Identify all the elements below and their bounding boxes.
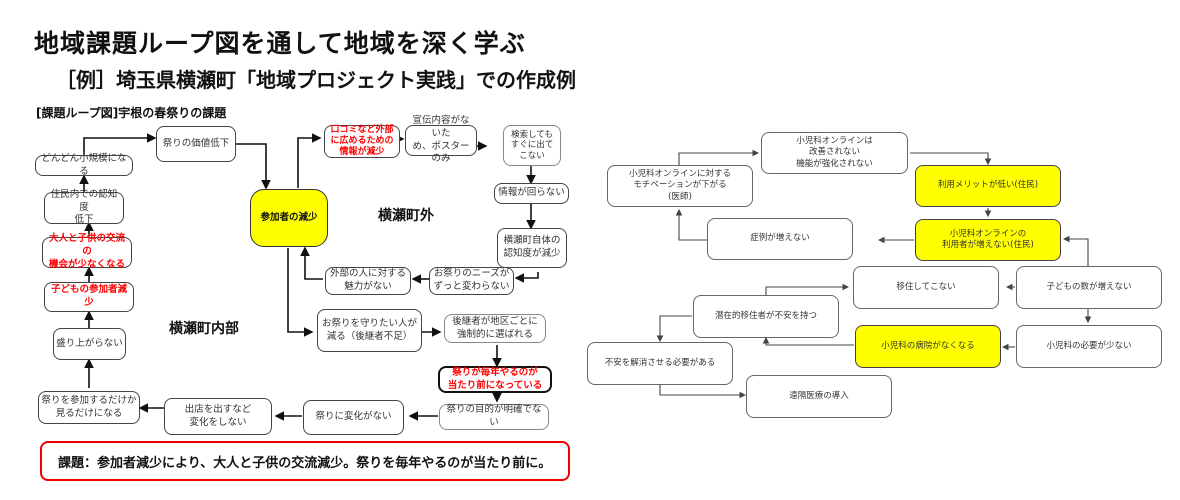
node-not-improved: 小児科オンラインは 改善されない 機能が強化されない — [761, 132, 908, 174]
arrow — [236, 143, 271, 190]
arrow — [678, 149, 760, 165]
node-less-interaction: 大人と子供の交流の 機会が少なくなる — [42, 233, 132, 270]
node-resolve-anxiety: 不安を解消させる必要がある — [587, 342, 733, 385]
node-shrinking: どんどん小規模になる — [35, 153, 133, 177]
node-value-decline: 祭りの価値低下 — [156, 126, 236, 162]
node-not-searchable: 検索しても すぐに出て こない — [503, 125, 561, 166]
node-cases-not-increase: 症例が増えない — [707, 218, 853, 260]
arrow — [514, 272, 539, 283]
arrow — [656, 315, 692, 343]
node-telemedicine: 遠隔医療の導入 — [746, 375, 892, 418]
node-users-not-increase: 小児科オンラインの 利用者が増えない(住民) — [915, 219, 1061, 261]
node-taken-for-granted: 祭りが毎年やるのが 当たり前になっている — [438, 366, 552, 393]
node-unclear-purpose: 祭りの目的が明確でない — [439, 404, 549, 430]
node-word-of-mouth: 口コミなど外部 に広めるための 情報が減少 — [324, 125, 400, 158]
node-participants-decrease: 参加者の減少 — [250, 189, 328, 247]
node-forced-successor: 後継者が地区ごとに 強制的に選ばれる — [444, 314, 546, 343]
node-no-change-shops: 出店を出すなど 変化をしない — [164, 398, 272, 435]
node-no-excitement: 盛り上がらない — [53, 328, 126, 360]
issue-summary-box: 課題：参加者減少により、大人と子供の交流減少。祭りを毎年やるのが当たり前に。 — [40, 441, 570, 481]
arrow — [1062, 235, 1089, 267]
node-poster-only: 宣伝内容がないた め、ポスターのみ — [405, 115, 477, 164]
page-title: 地域課題ループ図を通して地域を深く学ぶ — [34, 29, 526, 58]
node-hospital-disappears: 小児科の病院がなくなる — [855, 325, 1001, 368]
arrow — [659, 384, 747, 399]
node-fewer-keepers: お祭りを守りたい人が 減る（後継者不足） — [317, 309, 422, 352]
area-label-outside: 横瀬町外 — [378, 208, 434, 224]
node-town-awareness-decline: 横瀬町自体の 認知度が減少 — [497, 228, 567, 268]
node-motivation-down: 小児科オンラインに対する モチベーションが下がる (医師) — [607, 165, 753, 207]
node-low-merit: 利用メリットが低い(住民) — [915, 165, 1061, 207]
node-children-not-increase: 子どもの数が増えない — [1016, 266, 1162, 309]
node-no-appeal: 外部の人に対する 魅力がない — [325, 267, 411, 295]
arrow — [297, 133, 322, 188]
arrow — [910, 152, 992, 166]
arrow — [300, 246, 323, 280]
node-child-participants-decrease: 子どもの参加者減少 — [44, 282, 134, 312]
node-no-move-in: 移住してこない — [853, 266, 999, 309]
arrow — [287, 248, 314, 337]
node-needs-unchanged: お祭りのニーズが ずっと変わらない — [429, 267, 514, 295]
area-label-inside: 横瀬町内部 — [169, 321, 239, 337]
node-no-change: 祭りに変化がない — [303, 400, 404, 435]
node-resident-awareness-decline: 住民内での認知度 低下 — [44, 189, 124, 225]
loop-diagram-label: [課題ループ図]宇根の春祭りの課題 — [36, 106, 227, 120]
node-no-info-flow: 情報が回らない — [494, 183, 569, 204]
arrow — [675, 208, 709, 241]
node-anxious-migrants: 潜在的移住者が不安を持つ — [693, 295, 839, 338]
page-subtitle: ［例］埼玉県横瀬町「地域プロジェクト実践」での作成例 — [56, 68, 576, 92]
node-less-need: 小児科の必要が少ない — [1016, 325, 1162, 368]
node-just-watch: 祭りを参加するだけか 見るだけになる — [38, 391, 140, 424]
arrow — [762, 336, 854, 346]
